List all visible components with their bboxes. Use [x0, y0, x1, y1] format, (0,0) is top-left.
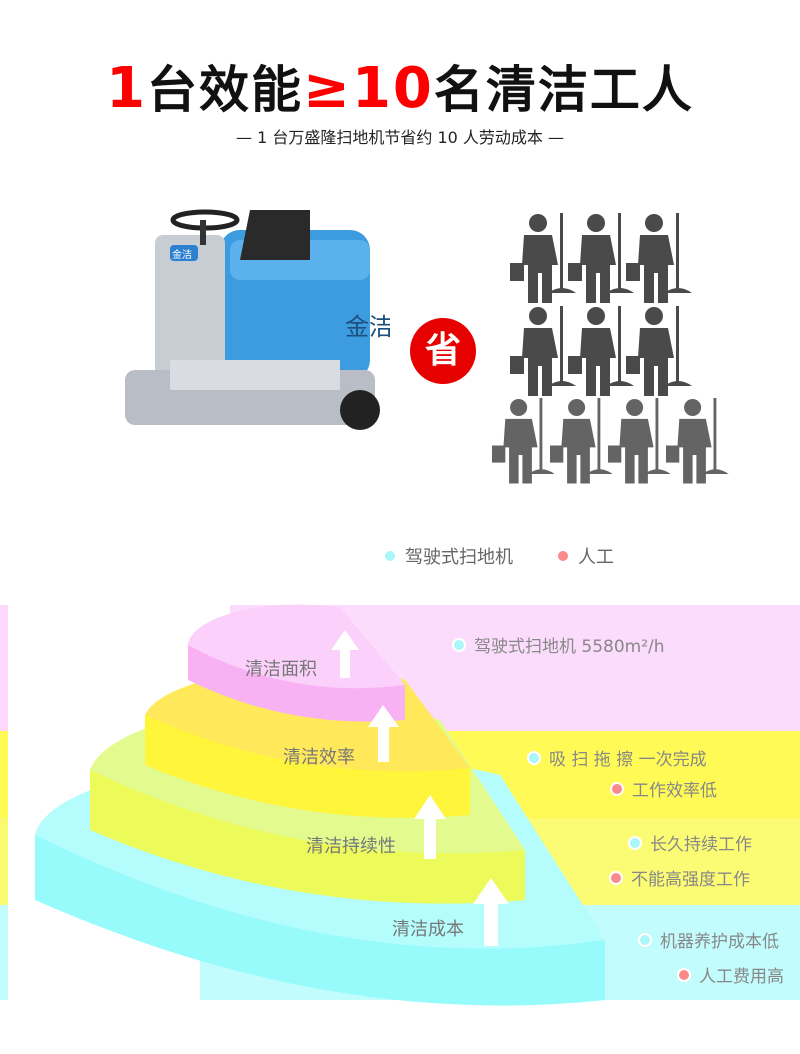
legend-label: 驾驶式扫地机 [405, 547, 513, 568]
worker-dot-icon [677, 967, 691, 982]
worker-icon [626, 213, 692, 303]
worker-icon [510, 213, 576, 303]
headline: 1台效能≥10名清洁工人 [0, 50, 800, 122]
machine-dot-icon [527, 750, 541, 765]
legend-label: 人工 [578, 547, 614, 568]
note-worker: 不能高强度工作 [609, 865, 750, 890]
note-machine: 长久持续工作 [628, 830, 752, 855]
worker-icon [666, 398, 729, 484]
subtitle: — 1 台万盛隆扫地机节省约 10 人劳动成本 — [236, 128, 564, 147]
worker-icon [492, 398, 555, 484]
worker-icon [626, 306, 692, 396]
note-worker: 人工费用高 [677, 962, 784, 987]
worker-icon [550, 398, 613, 484]
note-text: 驾驶式扫地机 5580m²/h [474, 637, 665, 657]
pyramid-chart [35, 604, 605, 1006]
save-badge: 省 [410, 318, 476, 384]
note-text: 工作效率低 [632, 781, 717, 801]
tier-label-endurance: 清洁持续性 [306, 836, 396, 857]
worker-dot-icon [610, 781, 624, 796]
workers-illustration [492, 213, 729, 484]
machine-dot-icon [638, 932, 652, 947]
note-text: 长久持续工作 [650, 835, 752, 855]
worker-icon [568, 213, 634, 303]
tier-label-efficiency: 清洁效率 [283, 747, 355, 768]
headline-num: ≥10 [303, 56, 434, 121]
headline-text: 名清洁工人 [433, 61, 694, 119]
machine-dot-icon [452, 637, 466, 652]
tier-label-cost: 清洁成本 [392, 919, 464, 940]
tier-area [188, 604, 405, 722]
note-text: 人工费用高 [699, 967, 784, 987]
note-machine: 机器养护成本低 [638, 927, 779, 952]
note-machine: 吸 扫 拖 擦 一次完成 [527, 745, 707, 770]
headline-text: 台效能 [147, 61, 304, 119]
machine-brand-badge: 金洁 [172, 248, 192, 261]
worker-dot-icon [609, 870, 623, 885]
machine-brand-text: 金洁 [345, 313, 390, 341]
note-text: 吸 扫 拖 擦 一次完成 [549, 750, 707, 770]
note-text: 不能高强度工作 [631, 870, 750, 890]
tier-label-area: 清洁面积 [245, 659, 317, 680]
machine-dot-icon [628, 835, 642, 850]
legend-worker: 人工 [556, 543, 614, 569]
worker-icon [608, 398, 671, 484]
note-text: 机器养护成本低 [660, 932, 779, 952]
worker-icon [510, 306, 576, 396]
legend-machine: 驾驶式扫地机 [383, 543, 513, 569]
headline-num: 1 [106, 56, 148, 121]
arrow-icons [331, 630, 509, 946]
machine-dot-icon [383, 549, 397, 563]
worker-icon [568, 306, 634, 396]
worker-dot-icon [556, 549, 570, 563]
note-machine: 驾驶式扫地机 5580m²/h [452, 632, 665, 657]
note-worker: 工作效率低 [610, 776, 717, 801]
sweeper-machine-image: 金洁 金洁 [110, 209, 390, 500]
